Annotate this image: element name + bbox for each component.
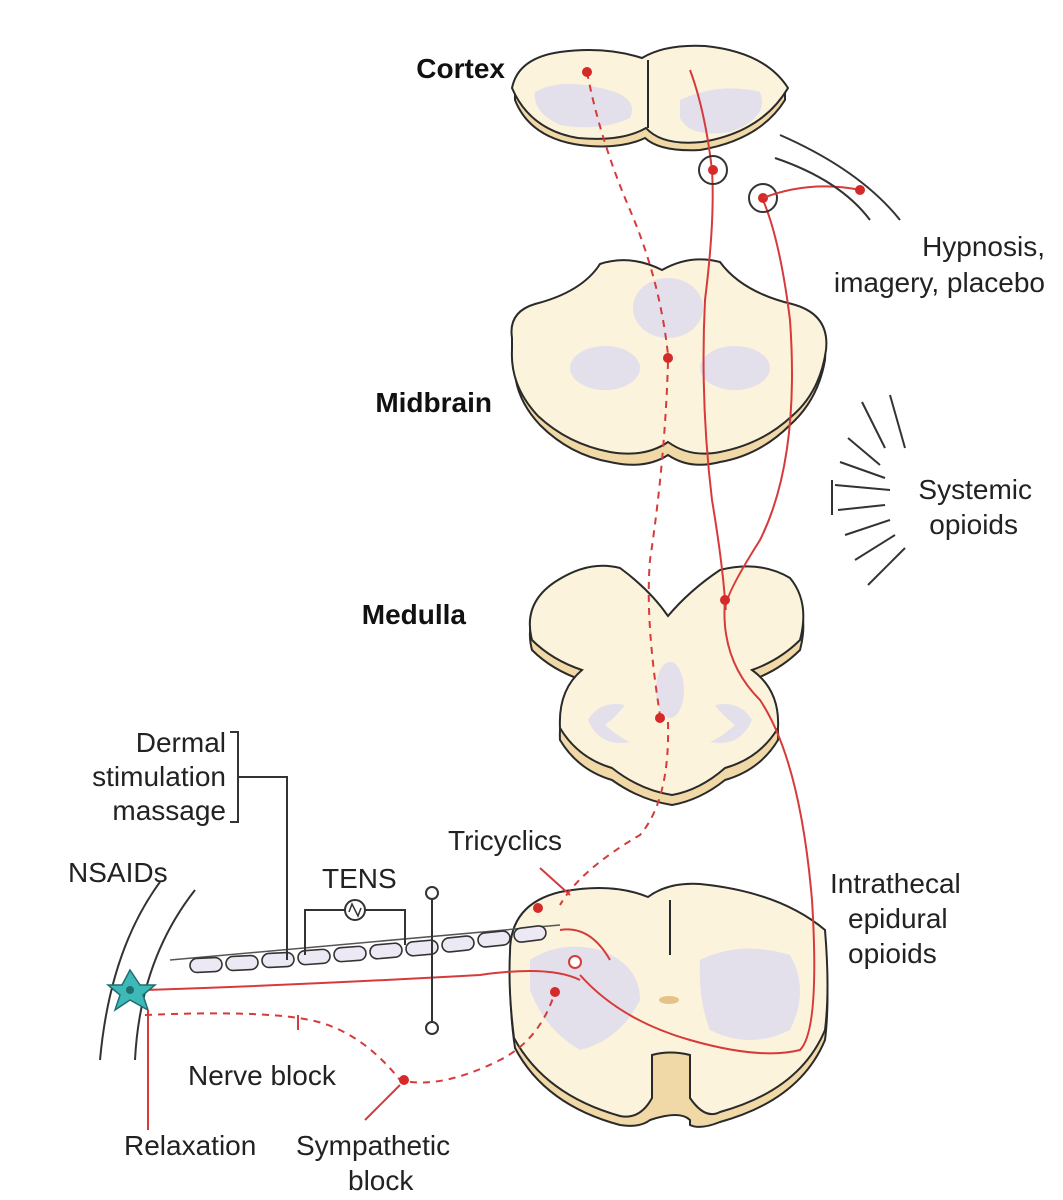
relaxation-label: Relaxation	[124, 1130, 256, 1161]
midbrain-label: Midbrain	[375, 387, 492, 418]
tens-device	[304, 886, 439, 1035]
systemic-opioids-label-line2: opioids	[929, 509, 1018, 540]
cortex-neuron-dot	[582, 67, 592, 77]
sympathetic-block-label-line1: Sympathetic	[296, 1130, 450, 1161]
midbrain-relay-dot	[663, 353, 673, 363]
dermal-bracket	[230, 731, 288, 960]
hypnosis-label-line2: imagery, placebo	[834, 267, 1045, 298]
cortex-section	[510, 44, 790, 152]
systemic-opioids-rays	[831, 394, 906, 586]
descending-pathway	[579, 69, 865, 1055]
spinal-cord-section	[508, 882, 829, 1128]
dermal-label-line2: stimulation	[92, 761, 226, 792]
nsaids-label: NSAIDs	[68, 857, 168, 888]
dermal-label-line1: Dermal	[136, 727, 226, 758]
dermal-label-line3: massage	[112, 795, 226, 826]
cortex-synapse-ring-2	[748, 183, 778, 213]
ascending-pathway	[559, 67, 673, 906]
sympathetic-block-label-line2: block	[348, 1165, 414, 1196]
systemic-opioids-label-line1: Systemic	[918, 474, 1032, 505]
leader-lines	[147, 867, 571, 1130]
nociceptor-icon	[105, 968, 158, 1012]
skin-surface	[99, 881, 196, 1061]
nerve-block-label: Nerve block	[188, 1060, 337, 1091]
peripheral-nerve	[144, 903, 611, 1085]
medulla-section	[528, 564, 805, 807]
tricyclics-label: Tricyclics	[448, 825, 562, 856]
hypnosis-arcs	[774, 134, 901, 221]
myelinated-fiber	[169, 924, 561, 974]
hypnosis-label-line1: Hypnosis,	[922, 231, 1045, 262]
intrathecal-label-line3: opioids	[848, 938, 937, 969]
intrathecal-label-line2: epidural	[848, 903, 948, 934]
cortex-label: Cortex	[416, 53, 505, 84]
medulla-label: Medulla	[362, 599, 467, 630]
cortex-synapse-ring-1	[698, 155, 728, 185]
tens-label: TENS	[322, 863, 397, 894]
medulla-relay-dot	[655, 713, 665, 723]
intrathecal-label-line1: Intrathecal	[830, 868, 961, 899]
